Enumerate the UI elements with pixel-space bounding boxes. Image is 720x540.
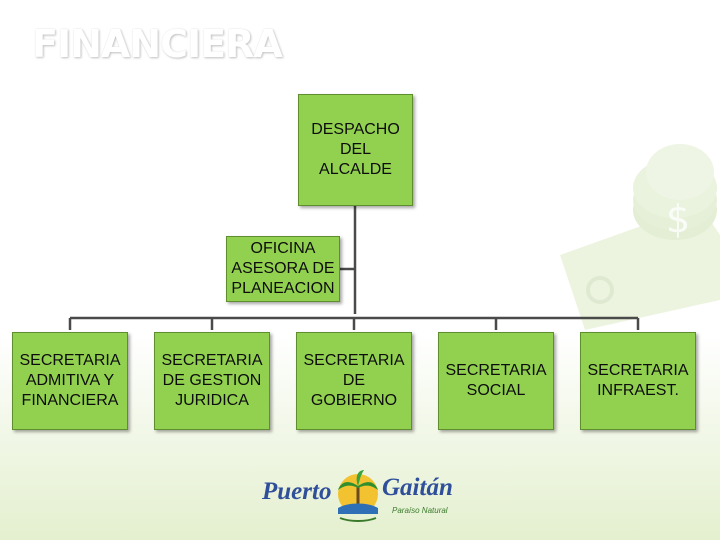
node-label: SECRETARIA INFRAEST. bbox=[587, 362, 689, 399]
svg-text:$: $ bbox=[666, 197, 690, 241]
node-secretaria-admitiva-financiera: SECRETARIA ADMITIVA Y FINANCIERA bbox=[12, 332, 128, 430]
node-secretaria-infraest: SECRETARIA INFRAEST. bbox=[580, 332, 696, 430]
node-label: SECRETARIA DE GESTION JURIDICA bbox=[161, 352, 263, 409]
node-label: SECRETARIA DE GOBIERNO bbox=[303, 352, 405, 409]
node-secretaria-gestion-juridica: SECRETARIA DE GESTION JURIDICA bbox=[154, 332, 270, 430]
logo-tagline: Paraíso Natural bbox=[392, 506, 448, 515]
logo-word-right: Gaitán bbox=[382, 474, 453, 501]
node-label: OFICINA ASESORA DE PLANEACION bbox=[231, 240, 335, 297]
page-title: FINANCIERA bbox=[32, 22, 283, 66]
node-label: DESPACHO DEL ALCALDE bbox=[311, 121, 400, 178]
node-despacho-del-alcalde: DESPACHO DEL ALCALDE bbox=[298, 94, 413, 206]
node-oficina-asesora-planeacion: OFICINA ASESORA DE PLANEACION bbox=[226, 236, 340, 302]
node-secretaria-gobierno: SECRETARIA DE GOBIERNO bbox=[296, 332, 412, 430]
node-secretaria-social: SECRETARIA SOCIAL bbox=[438, 332, 554, 430]
puerto-gaitan-logo: Puerto Gaitán Paraíso Natural bbox=[258, 462, 458, 530]
logo-word-left: Puerto bbox=[262, 478, 332, 505]
node-label: SECRETARIA SOCIAL bbox=[445, 362, 547, 399]
palm-emblem-icon bbox=[338, 470, 378, 522]
node-label: SECRETARIA ADMITIVA Y FINANCIERA bbox=[19, 352, 121, 409]
